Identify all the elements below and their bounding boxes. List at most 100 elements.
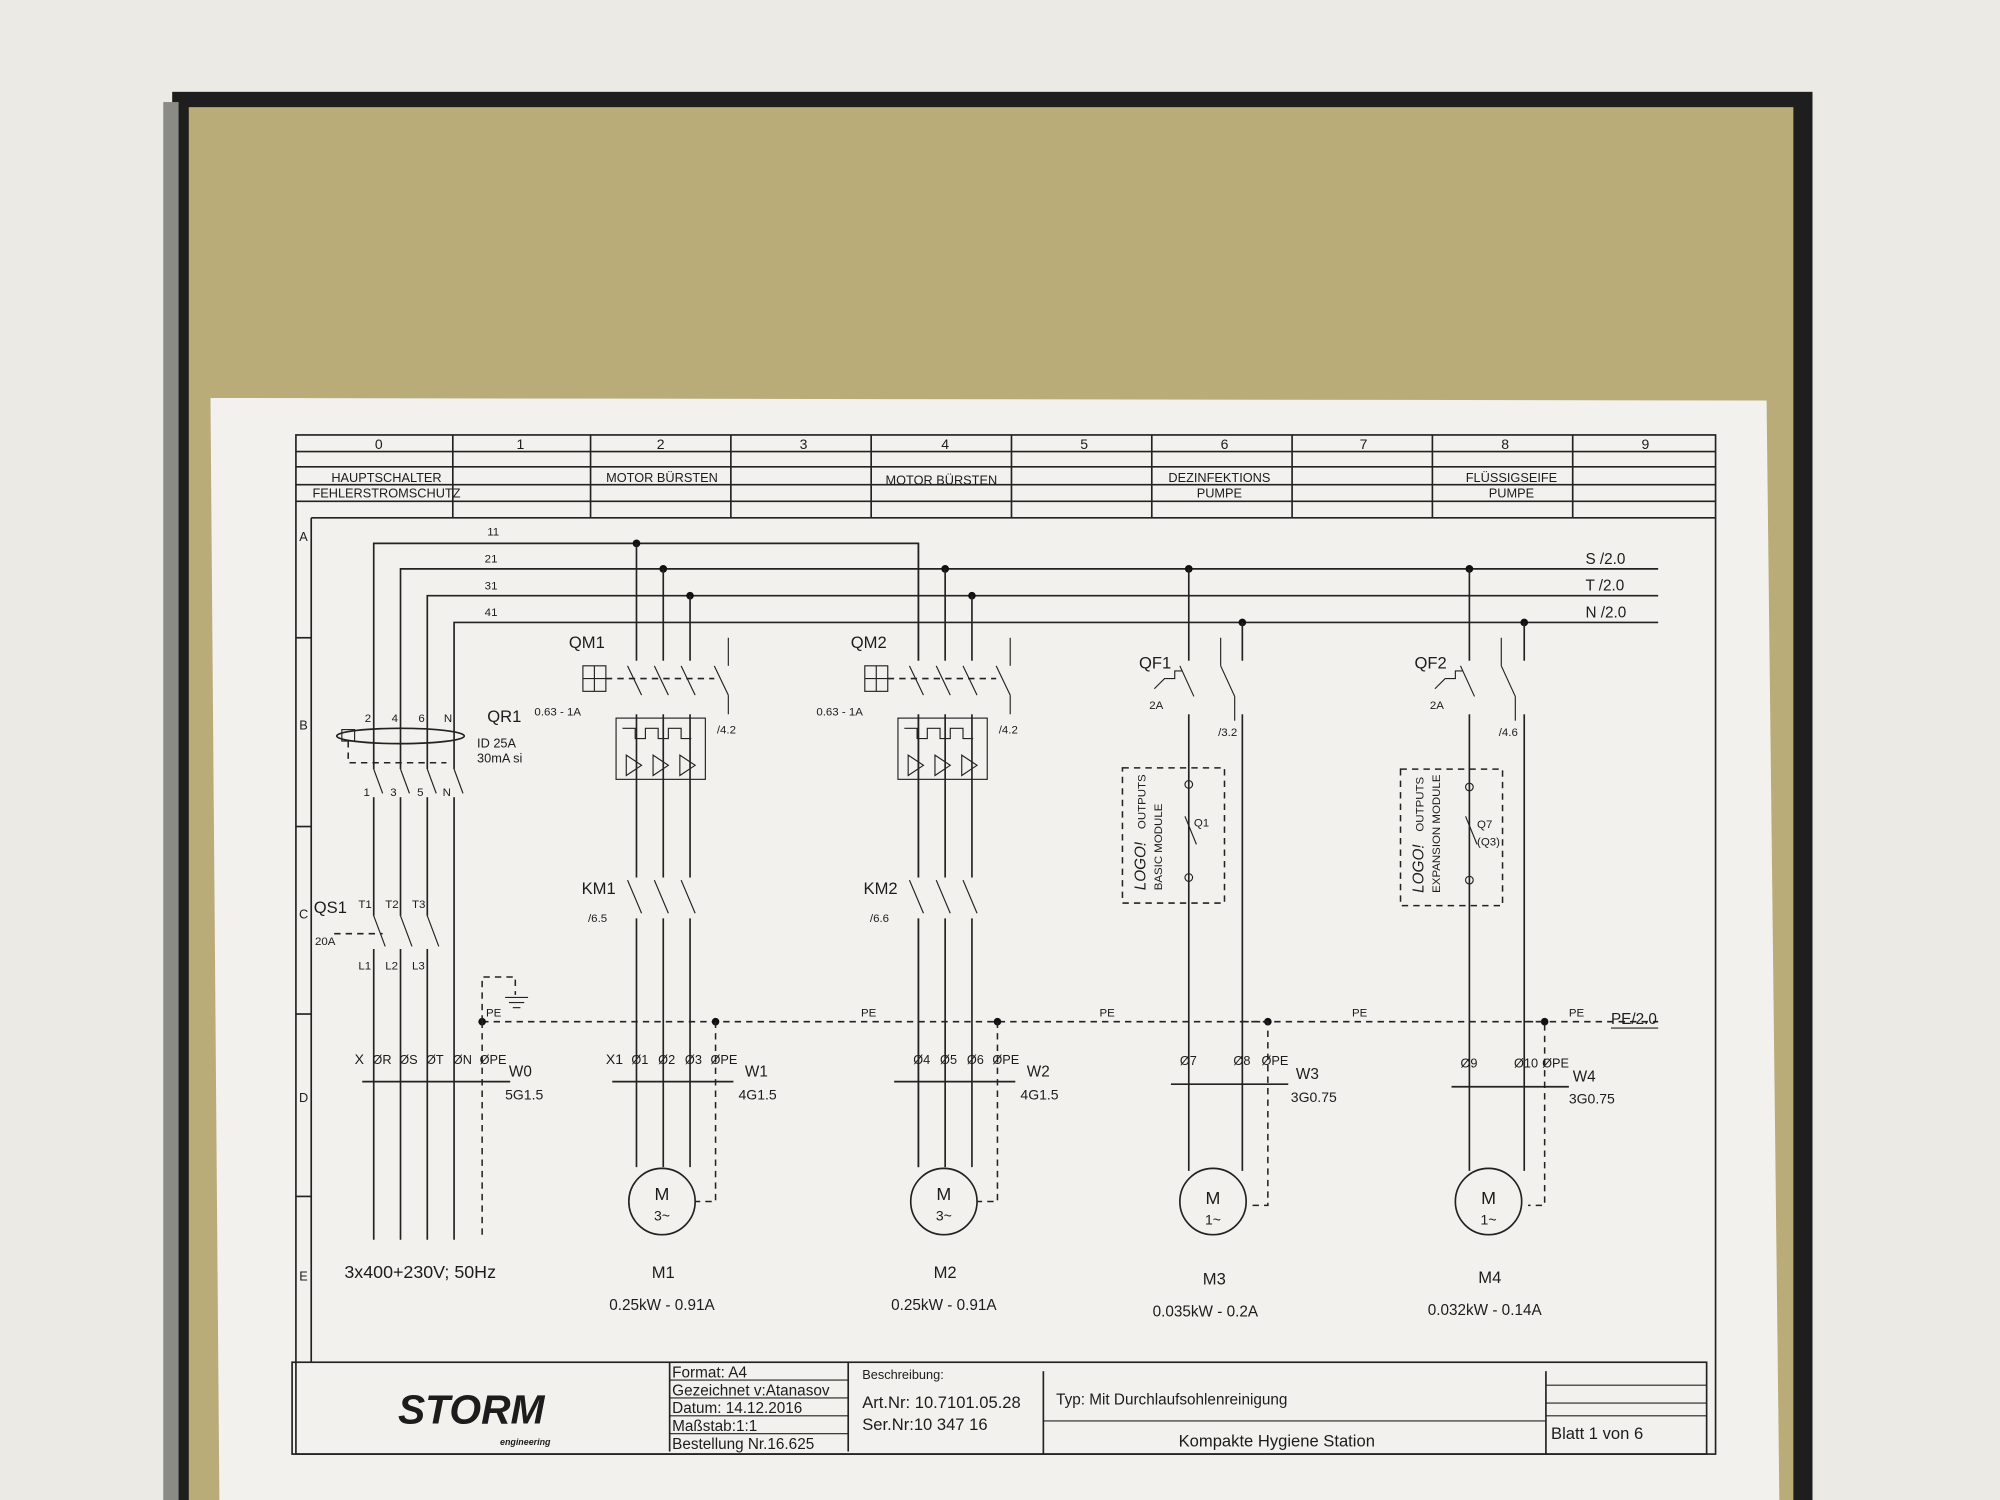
pe-label: PE <box>1099 1008 1115 1020</box>
motor-symbol: M <box>1481 1188 1496 1208</box>
motor-name: M2 <box>934 1263 957 1282</box>
bus-ref-s: S /2.0 <box>1585 551 1625 568</box>
terminal: Ø3 <box>685 1052 702 1067</box>
breaker-terminal: T3 <box>412 899 425 911</box>
breaker-terminal: T1 <box>358 899 371 911</box>
logo-title: LOGO! <box>1410 844 1427 893</box>
row-letter: B <box>299 718 308 733</box>
pe-conductor: PE PE PE PE PE PE/2.0 <box>478 976 1659 1240</box>
pe-label: PE <box>861 1008 877 1020</box>
terminal: ØR <box>372 1052 391 1067</box>
aux-ref: /4.6 <box>1499 727 1518 739</box>
contactor-ref: /6.5 <box>588 913 607 925</box>
folder-spine <box>163 102 179 1500</box>
terminal: Ø7 <box>1180 1053 1197 1068</box>
wire-number: 11 <box>487 527 499 539</box>
rcd-toroid <box>335 727 466 745</box>
terminal: ØPE <box>1261 1053 1288 1068</box>
paper <box>210 397 1780 1500</box>
drawing-title: Kompakte Hygiene Station <box>1179 1431 1375 1450</box>
cable-type: 4G1.5 <box>739 1086 777 1102</box>
cable-type: 3G0.75 <box>1291 1089 1337 1105</box>
terminal: ØPE <box>480 1052 507 1067</box>
sheet-number: Blatt 1 von 6 <box>1551 1424 1643 1443</box>
motor-breaker-range: 0.63 - 1A <box>816 707 863 719</box>
pe-label: PE <box>1569 1008 1585 1020</box>
scale: Maßstab:1:1 <box>672 1418 757 1435</box>
row-letter: E <box>299 1269 308 1284</box>
column-number: 2 <box>657 436 665 452</box>
terminal: Ø10 <box>1514 1056 1538 1071</box>
column-numbers: 0 1 2 3 4 5 6 7 8 9 <box>375 436 1650 452</box>
motor-breaker-range: 0.63 - 1A <box>534 707 581 719</box>
pe-label: PE <box>1352 1008 1368 1020</box>
motor-name: M1 <box>652 1263 675 1282</box>
terminal: ØPE <box>710 1052 737 1067</box>
column-number: 7 <box>1360 436 1368 452</box>
rcd-label: QR1 <box>487 707 521 726</box>
aux-ref: /3.2 <box>1218 727 1237 739</box>
column-number: 4 <box>941 436 949 452</box>
logo-output-alt: (Q3) <box>1477 837 1500 849</box>
drawn-by: Gezeichnet v:Atanasov <box>672 1382 830 1399</box>
logo-title: LOGO! <box>1132 841 1149 890</box>
aux-ref: /4.2 <box>717 724 736 736</box>
date: Datum: 14.12.2016 <box>672 1400 802 1417</box>
section-label: DEZINFEKTIONS <box>1168 470 1270 485</box>
row-letter: C <box>299 906 308 921</box>
motor-name: M3 <box>1203 1269 1226 1288</box>
terminal: Ø4 <box>913 1052 930 1067</box>
section-label: PUMPE <box>1197 485 1242 500</box>
motor-rating: 0.25kW - 0.91A <box>609 1297 715 1314</box>
motor-rating: 0.032kW - 0.14A <box>1428 1302 1543 1319</box>
order-number: Bestellung Nr.16.625 <box>672 1436 814 1453</box>
storm-logo-sub: engineering <box>500 1437 551 1447</box>
rcd-rating: ID 25A <box>477 735 516 750</box>
contactor-ref: /6.6 <box>870 913 889 925</box>
type: Typ: Mit Durchlaufsohlenreinigung <box>1056 1391 1287 1408</box>
column-number: 9 <box>1642 436 1650 452</box>
terminal-label: 1 <box>364 787 370 799</box>
aux-ref: /4.2 <box>999 724 1018 736</box>
breaker-label: QS1 <box>314 898 347 917</box>
main-switch-section: 2 4 6 N QR1 ID 25A 30mA si 1 3 5 N QS1 2… <box>314 707 544 1282</box>
row-letters: A B C D E <box>299 529 308 1284</box>
pump-circuit-m3: QF1 2A /3.2 LOGO! OUTPUTS BASIC MODULE Q… <box>1121 568 1337 1320</box>
wire-number: 31 <box>485 580 498 592</box>
motor-name: M4 <box>1478 1268 1501 1287</box>
motor-symbol: M <box>936 1184 951 1204</box>
column-number: 8 <box>1501 436 1509 452</box>
section-label: MOTOR BÜRSTEN <box>885 473 997 488</box>
bus-ref-t: T /2.0 <box>1585 578 1624 595</box>
pump-breaker-label: QF2 <box>1415 653 1447 672</box>
section-label: PUMPE <box>1489 485 1534 500</box>
motor-phase: 1~ <box>1205 1211 1221 1227</box>
terminal: Ø5 <box>940 1052 957 1067</box>
terminal: Ø1 <box>631 1052 648 1067</box>
column-number: 1 <box>517 436 525 452</box>
cable-type: 4G1.5 <box>1020 1086 1058 1102</box>
pe-label: PE <box>486 1008 502 1020</box>
motor-symbol: M <box>1206 1188 1221 1208</box>
logo-sub: BASIC MODULE <box>1153 803 1165 890</box>
terminal: Ø9 <box>1460 1056 1477 1071</box>
column-number: 3 <box>800 436 808 452</box>
terminal-label: N <box>443 787 451 799</box>
terminal-label: N <box>444 713 452 725</box>
row-letter: D <box>299 1090 308 1105</box>
terminal: ØPE <box>1542 1056 1569 1071</box>
contactor-label: KM1 <box>582 879 616 898</box>
terminal-strip-label: X <box>355 1051 365 1067</box>
motor-rating: 0.25kW - 0.91A <box>891 1297 997 1314</box>
supply-label: 3x400+230V; 50Hz <box>344 1262 496 1282</box>
section-labels: HAUPTSCHALTER FEHLERSTROMSCHUTZ MOTOR BÜ… <box>312 470 1557 500</box>
terminal-label: 6 <box>418 713 424 725</box>
wire-number: 21 <box>485 554 498 566</box>
cable-type: 3G0.75 <box>1569 1090 1615 1106</box>
motor-breaker-label: QM2 <box>851 633 887 652</box>
motor-circuit-m1: QM1 0.63 - 1A /4.2 KM1 /6.5 X1 Ø1 Ø2 Ø3 … <box>534 543 777 1314</box>
motor-breaker-label: QM1 <box>569 633 605 652</box>
motor-phase: 3~ <box>936 1208 952 1224</box>
